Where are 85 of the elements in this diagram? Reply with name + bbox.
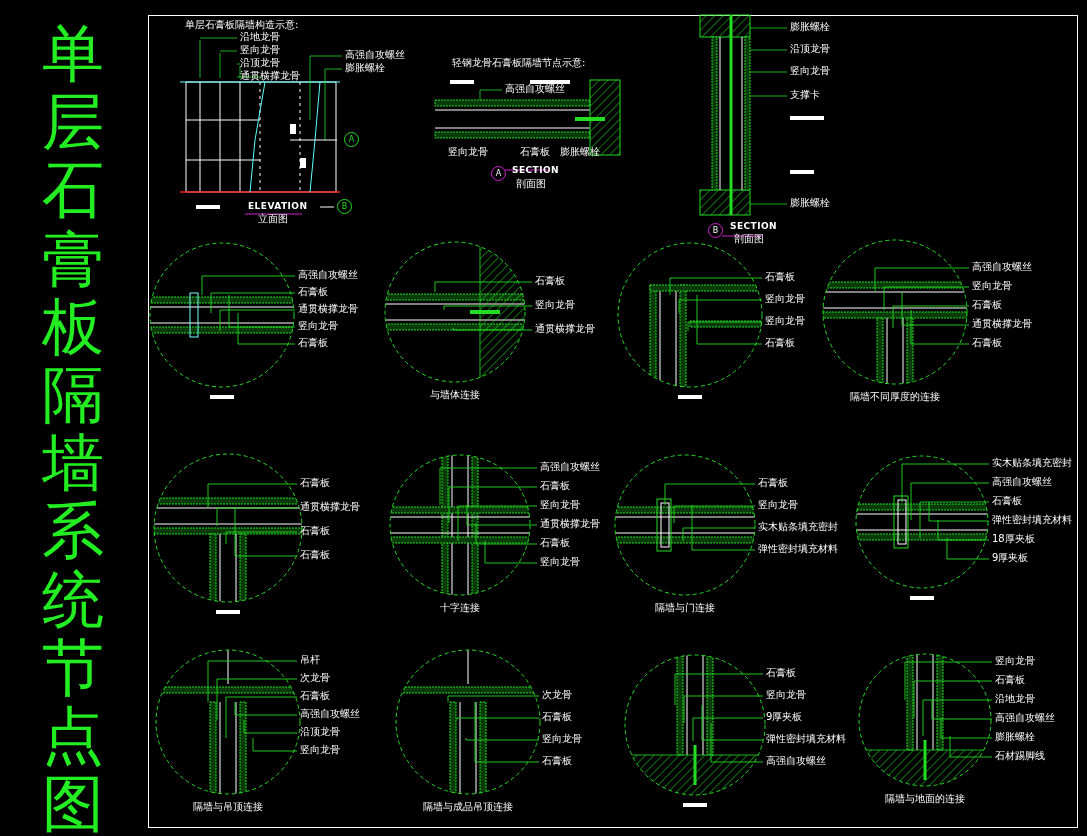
callout-label: 通贯横撑龙骨 [535,324,595,334]
callout-label: 竖向龙骨 [790,66,830,76]
callout-label: 石膏板 [542,756,572,766]
callout-label: 膨胀螺栓 [560,147,600,157]
callout-label: 立面图 [258,214,288,224]
callout-label: 竖向龙骨 [766,690,806,700]
callout-label: 弹性密封填充材料 [758,544,838,554]
callout-label: 石膏板 [765,272,795,282]
callout-label: 沿地龙骨 [995,694,1035,704]
callout-label: 竖向龙骨 [765,294,805,304]
callout-label: 竖向龙骨 [540,557,580,567]
detail-caption: 隔墙与门连接 [655,603,715,613]
callout-label: 剖面图 [516,179,546,189]
callout-label: 沿顶龙骨 [300,727,340,737]
drawing-title: 轻钢龙骨石膏板隔墙节点示意: [452,58,586,68]
callout-label: 石膏板 [300,550,330,560]
vertical-title: 单层石膏板隔墙系统节点图 [42,20,104,836]
callout-label: 通贯横撑龙骨 [972,319,1032,329]
detail-caption: 隔墙与地面的连接 [885,794,965,804]
callout-label: 通贯横撑龙骨 [540,519,600,529]
callout-label: 9厚夹板 [992,553,1029,563]
callout-label: 实木贴条填充密封 [992,458,1072,468]
callout-label: 高强自攻螺丝 [972,262,1032,272]
callout-label: 支撑卡 [790,90,820,100]
callout-label: 高强自攻螺丝 [345,50,405,60]
detail-caption: 隔墙与成品吊顶连接 [423,802,513,812]
callout-label: 石膏板 [300,478,330,488]
callout-label: 石膏板 [300,526,330,536]
callout-label: 石膏板 [972,338,1002,348]
detail-caption: 与墙体连接 [430,390,480,400]
callout-label: 18厚夹板 [992,534,1035,544]
callout-label: 高强自攻螺丝 [505,84,565,94]
callout-label: 石膏板 [535,276,565,286]
callout-label: 9厚夹板 [766,712,803,722]
callout-label: 吊杆 [300,655,320,665]
callout-label: 高强自攻螺丝 [300,709,360,719]
callout-label: 高强自攻螺丝 [766,756,826,766]
callout-label: 高强自攻螺丝 [298,270,358,280]
callout-label: 高强自攻螺丝 [995,713,1055,723]
callout-label: 弹性密封填充材料 [766,734,846,744]
callout-label: 竖向龙骨 [758,500,798,510]
callout-label: 竖向龙骨 [765,316,805,326]
callout-label: 竖向龙骨 [995,656,1035,666]
callout-label: 石膏板 [766,668,796,678]
callout-label: 剖面图 [734,234,764,244]
callout-label: 石膏板 [520,147,550,157]
callout-label: 沿顶龙骨 [240,58,280,68]
callout-label: 沿顶龙骨 [790,44,830,54]
detail-caption: 隔墙不同厚度的连接 [850,392,940,402]
callout-label: 竖向龙骨 [240,45,280,55]
callout-label: 高强自攻螺丝 [992,477,1052,487]
drawing-title: 单层石膏板隔墙构造示意: [185,20,299,30]
callout-label: 膨胀螺栓 [790,198,830,208]
callout-label: 石膏板 [540,538,570,548]
callout-label: 次龙骨 [300,673,330,683]
callout-label: 竖向龙骨 [542,734,582,744]
callout-label: 竖向龙骨 [535,300,575,310]
callout-label: 石膏板 [298,338,328,348]
callout-label: 膨胀螺栓 [345,63,385,73]
callout-label: 弹性密封填充材料 [992,515,1072,525]
callout-label: 石膏板 [758,478,788,488]
callout-label: 石膏板 [300,691,330,701]
callout-label: 通贯横撑龙骨 [298,304,358,314]
detail-caption: 十字连接 [440,603,480,613]
callout-label: 竖向龙骨 [540,500,580,510]
detail-caption: 隔墙与吊顶连接 [193,802,263,812]
callout-label: 通贯横撑龙骨 [240,71,300,81]
callout-label: 实木贴条填充密封 [758,522,838,532]
callout-label: 膨胀螺栓 [790,22,830,32]
callout-label: 石膏板 [298,287,328,297]
callout-label: 石膏板 [992,496,1022,506]
callout-label: 石膏板 [542,712,572,722]
callout-label: 石膏板 [540,481,570,491]
callout-label: 石膏板 [765,338,795,348]
callout-label: 高强自攻螺丝 [540,462,600,472]
callout-label: 竖向龙骨 [972,281,1012,291]
callout-label: 石膏板 [972,300,1002,310]
callout-label: 通贯横撑龙骨 [300,502,360,512]
callout-label: 竖向龙骨 [298,321,338,331]
callout-label: 石材踢脚线 [995,751,1045,761]
callout-label: 膨胀螺栓 [995,732,1035,742]
callout-label: 竖向龙骨 [300,745,340,755]
callout-label: 石膏板 [995,675,1025,685]
callout-label: 次龙骨 [542,690,572,700]
callout-label: 沿地龙骨 [240,32,280,42]
